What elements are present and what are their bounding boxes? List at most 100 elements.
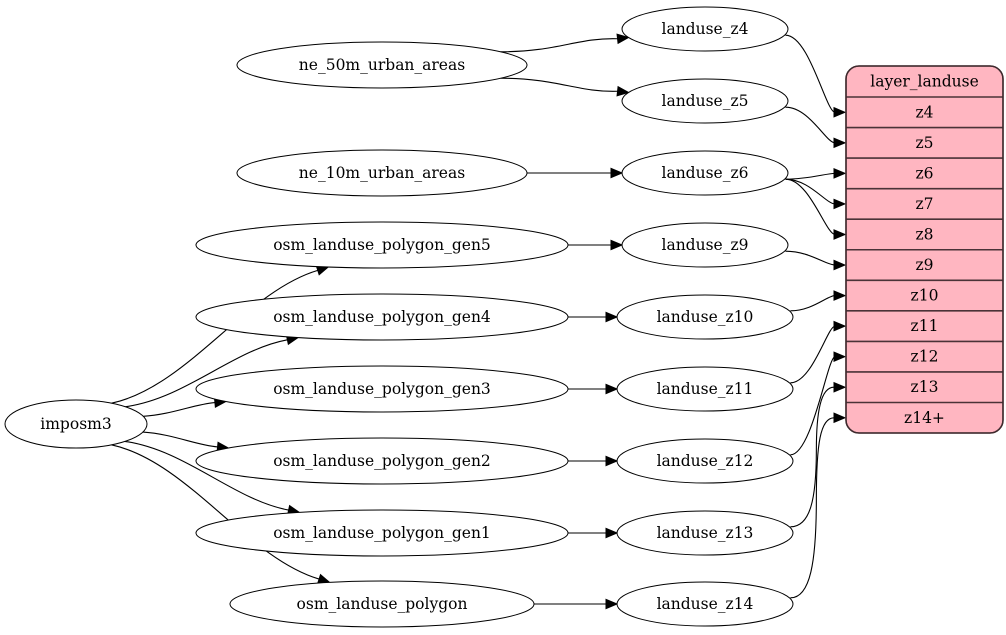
node-label: osm_landuse_polygon_gen4 <box>273 308 491 326</box>
node-label: ne_50m_urban_areas <box>299 56 465 74</box>
edge-imposm3-to-osm_landuse_polygon <box>111 444 320 580</box>
node-label: landuse_z9 <box>662 236 749 254</box>
node-label: landuse_z13 <box>657 524 754 542</box>
layer-table-row-z7[interactable]: z7 <box>846 189 1003 220</box>
node-shape <box>229 580 535 628</box>
node-shape <box>621 78 789 124</box>
edge-arrowhead <box>616 33 630 45</box>
edge-arrowhead <box>833 381 847 393</box>
layer-table-row-z12[interactable]: z12 <box>846 341 1003 372</box>
node-shape <box>236 149 528 197</box>
layer-table-row-label: z13 <box>911 378 939 396</box>
layer-table-header-label: layer_landuse <box>870 73 979 91</box>
layer-landuse-table: layer_landuse z4 z5 z6 z7 z8 z9 z10 z11 z12 z13 z14… <box>845 65 1004 434</box>
node-label: imposm3 <box>40 415 111 433</box>
layer-table-row-label: z11 <box>911 317 939 335</box>
node-label: osm_landuse_polygon_gen3 <box>273 380 491 398</box>
edge-landuse_z11-to-layer_landuse-z11 <box>790 325 836 384</box>
source-node-imposm3[interactable]: imposm3 <box>4 399 148 449</box>
intermediate-node-landuse_z9[interactable]: landuse_z9 <box>621 222 789 268</box>
edge-arrowhead <box>605 455 619 467</box>
node-shape <box>195 437 569 485</box>
intermediate-node-landuse_z14[interactable]: landuse_z14 <box>616 581 794 627</box>
node-label: osm_landuse_polygon <box>297 595 468 613</box>
intermediate-node-landuse_z13[interactable]: landuse_z13 <box>616 510 794 556</box>
layer-table-row-label: z4 <box>915 103 933 121</box>
edge-arrowhead <box>833 412 847 424</box>
node-shape <box>616 294 794 340</box>
layer-table-row-label: z9 <box>915 256 933 274</box>
source-node-ne_10m_urban_areas[interactable]: ne_10m_urban_areas <box>236 149 528 197</box>
layer-table-row-z5[interactable]: z5 <box>846 128 1003 159</box>
node-label: landuse_z12 <box>657 452 754 470</box>
intermediate-node-landuse_z12[interactable]: landuse_z12 <box>616 438 794 484</box>
edge-arrowhead <box>610 239 624 251</box>
layer-table-row-label: z6 <box>915 164 933 182</box>
node-shape <box>616 581 794 627</box>
layer-table-row-label: z7 <box>915 195 933 213</box>
layer-table-row-z13[interactable]: z13 <box>846 372 1003 403</box>
edge-landuse_z5-to-layer_landuse-z5 <box>785 106 836 144</box>
intermediate-node-landuse_z10[interactable]: landuse_z10 <box>616 294 794 340</box>
nodes-layer: imposm3 ne_50m_urban_areas ne_10m_urban_ar… <box>4 6 794 628</box>
node-label: landuse_z10 <box>657 308 754 326</box>
node-shape <box>616 366 794 412</box>
layer-table-row-z8[interactable]: z8 <box>846 219 1003 250</box>
edge-arrowhead <box>833 229 847 240</box>
source-node-osm_landuse_polygon_gen1[interactable]: osm_landuse_polygon_gen1 <box>195 509 569 557</box>
edge-landuse_z6-to-layer_landuse-z8 <box>785 178 836 236</box>
layer-table-row-label: z14+ <box>904 409 945 427</box>
intermediate-node-landuse_z11[interactable]: landuse_z11 <box>616 366 794 412</box>
node-shape <box>621 222 789 268</box>
node-shape <box>195 293 569 341</box>
intermediate-node-landuse_z4[interactable]: landuse_z4 <box>621 6 789 52</box>
layer-table-outline <box>845 65 1004 434</box>
node-shape <box>195 509 569 557</box>
source-node-ne_50m_urban_areas[interactable]: ne_50m_urban_areas <box>236 41 528 89</box>
node-label: osm_landuse_polygon_gen2 <box>273 452 491 470</box>
node-label: landuse_z4 <box>662 20 749 38</box>
source-node-osm_landuse_polygon[interactable]: osm_landuse_polygon <box>229 580 535 628</box>
edge-arrowhead <box>833 351 847 363</box>
source-node-osm_landuse_polygon_gen4[interactable]: osm_landuse_polygon_gen4 <box>195 293 569 341</box>
source-node-osm_landuse_polygon_gen3[interactable]: osm_landuse_polygon_gen3 <box>195 365 569 413</box>
edge-imposm3-to-osm_landuse_polygon_gen4 <box>125 339 288 408</box>
edge-landuse_z12-to-layer_landuse-z12 <box>790 356 836 456</box>
layer-table-row-label: z5 <box>915 134 933 152</box>
layer-table-row-z6[interactable]: z6 <box>846 158 1003 189</box>
node-shape <box>616 438 794 484</box>
edge-imposm3-to-osm_landuse_polygon_gen2 <box>142 431 218 448</box>
source-node-osm_landuse_polygon_gen2[interactable]: osm_landuse_polygon_gen2 <box>195 437 569 485</box>
layer-table-row-z9[interactable]: z9 <box>846 250 1003 281</box>
layer-table-row-z10[interactable]: z10 <box>846 280 1003 311</box>
node-label: landuse_z6 <box>662 164 749 182</box>
layer-table-row-z14plus[interactable]: z14+ <box>846 403 1003 434</box>
node-label: ne_10m_urban_areas <box>299 164 465 182</box>
edge-imposm3-to-osm_landuse_polygon_gen5 <box>111 269 318 404</box>
edge-ne_50m_urban_areas-to-landuse_z4 <box>500 38 618 53</box>
node-shape <box>621 150 789 196</box>
layer-table-row-z4[interactable]: z4 <box>846 97 1003 128</box>
edge-landuse_z9-to-layer_landuse-z9 <box>785 250 836 266</box>
edge-landuse_z13-to-layer_landuse-z13 <box>790 386 835 528</box>
edge-arrowhead <box>833 320 847 332</box>
edge-imposm3-to-osm_landuse_polygon_gen1 <box>124 440 289 511</box>
intermediate-node-landuse_z5[interactable]: landuse_z5 <box>621 78 789 124</box>
edge-ne_50m_urban_areas-to-landuse_z5 <box>500 77 618 92</box>
node-shape <box>195 365 569 413</box>
edge-landuse_z6-to-layer_landuse-z6 <box>785 172 836 180</box>
edge-arrowhead <box>605 527 619 539</box>
edge-arrowhead <box>833 259 847 271</box>
edge-arrowhead <box>833 198 847 210</box>
edge-landuse_z6-to-layer_landuse-z7 <box>785 178 836 205</box>
intermediate-node-landuse_z6[interactable]: landuse_z6 <box>621 150 789 196</box>
layer-table-row-z11[interactable]: z11 <box>846 311 1003 342</box>
source-node-osm_landuse_polygon_gen5[interactable]: osm_landuse_polygon_gen5 <box>195 221 569 269</box>
node-label: osm_landuse_polygon_gen5 <box>273 236 491 254</box>
node-label: osm_landuse_polygon_gen1 <box>273 524 491 542</box>
edge-landuse_z14-to-layer_landuse-z14+ <box>790 417 835 599</box>
layer-table-row-label: z8 <box>915 225 933 243</box>
edge-arrowhead <box>833 290 847 301</box>
